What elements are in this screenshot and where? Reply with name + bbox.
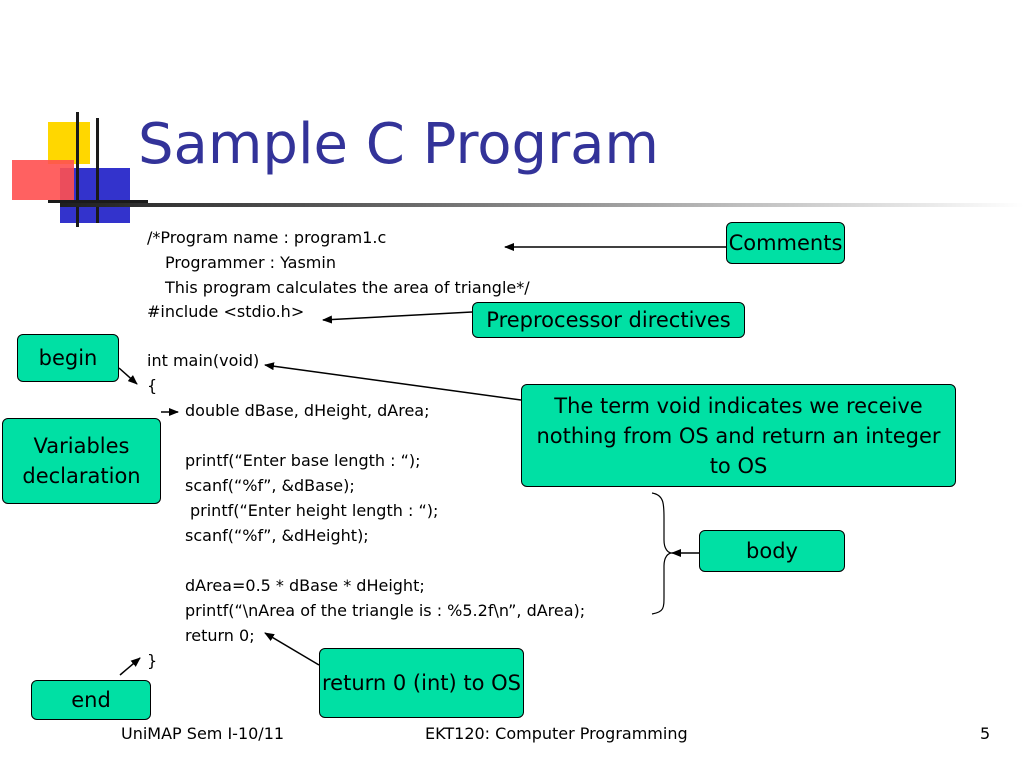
code-line: Programmer : Yasmin <box>165 253 336 272</box>
code-line: return 0; <box>185 626 255 645</box>
code-line: dArea=0.5 * dBase * dHeight; <box>185 576 425 595</box>
slide-title: Sample C Program <box>138 112 659 177</box>
code-line: } <box>147 651 158 670</box>
end-callout: end <box>31 680 151 720</box>
comments-callout: Comments <box>726 222 845 264</box>
begin-callout: begin <box>17 334 119 382</box>
code-line: #include <stdio.h> <box>147 302 305 321</box>
code-line: /*Program name : program1.c <box>147 228 387 247</box>
code-line: printf(“Enter base length : “); <box>185 451 421 470</box>
slide-logo-icon <box>12 112 148 227</box>
title-divider <box>60 203 1024 207</box>
code-line: double dBase, dHeight, dArea; <box>185 401 430 420</box>
code-line: scanf(“%f”, &dHeight); <box>185 526 369 545</box>
code-line: { <box>147 376 158 395</box>
code-line: printf(“Enter height length : “); <box>190 501 439 520</box>
variables-callout: Variables declaration <box>2 418 161 504</box>
code-line: scanf(“%f”, &dBase); <box>185 476 355 495</box>
void-callout: The term void indicates we receive nothi… <box>521 384 956 487</box>
footer-center: EKT120: Computer Programming <box>425 724 688 743</box>
footer-left: UniMAP Sem I-10/11 <box>121 724 285 743</box>
code-line: int main(void) <box>147 351 260 370</box>
code-line: printf(“\nArea of the triangle is : %5.2… <box>185 601 586 620</box>
preprocessor-callout: Preprocessor directives <box>472 302 745 338</box>
return-callout: return 0 (int) to OS <box>319 648 524 718</box>
body-callout: body <box>699 530 845 572</box>
page-number: 5 <box>980 724 991 743</box>
code-line: This program calculates the area of tria… <box>165 278 530 297</box>
